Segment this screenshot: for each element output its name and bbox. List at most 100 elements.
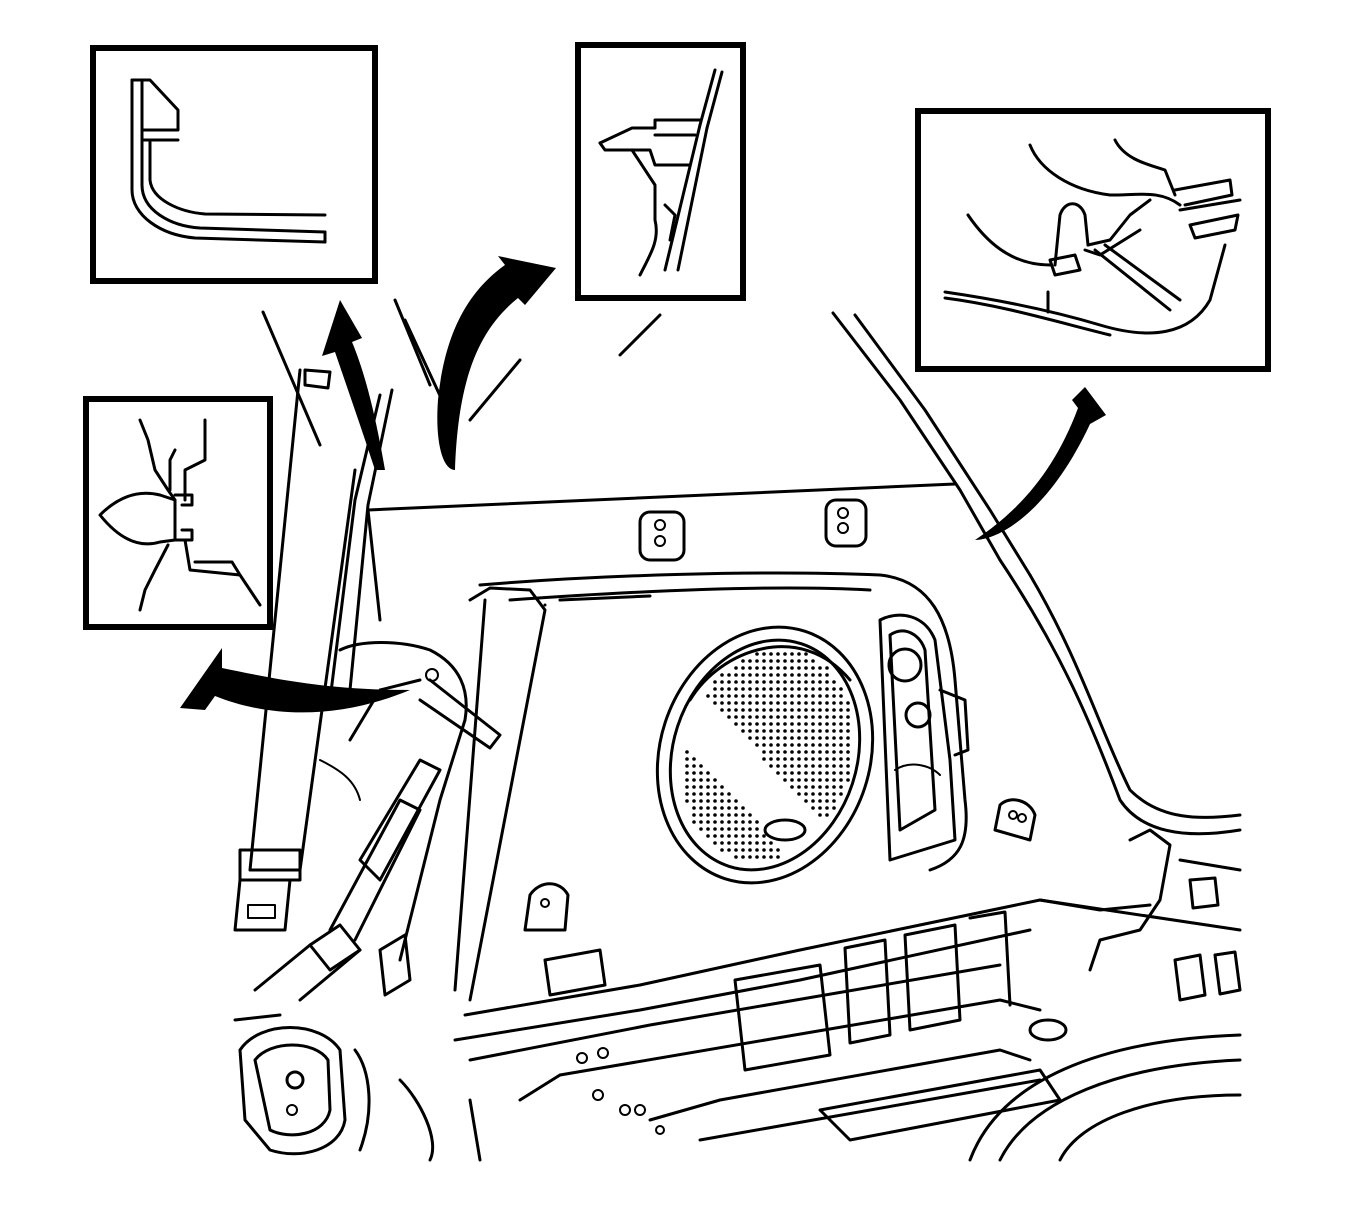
perforation-dot (797, 694, 801, 698)
perforation-dot (748, 666, 752, 670)
perforation-dot (692, 764, 696, 768)
perforation-dot (720, 708, 724, 712)
perforation-dot (748, 729, 752, 733)
perforation-dot (769, 673, 773, 677)
perforation-dot (811, 694, 815, 698)
perforation-dot (797, 659, 801, 663)
perforation-dot (783, 701, 787, 705)
perforation-dot (818, 666, 822, 670)
perforation-dot (832, 799, 836, 803)
perforation-dot (839, 708, 843, 712)
perforation-dot (818, 701, 822, 705)
perforation-dot (734, 680, 738, 684)
perforation-dot (832, 701, 836, 705)
perforation-dot (755, 841, 759, 845)
lower-floor-line (468, 1098, 482, 1162)
perforation-dot (769, 722, 773, 726)
perforation-dot (811, 687, 815, 691)
perforation-dot (720, 792, 724, 796)
floor-bulkhead (518, 1073, 562, 1102)
right-side-structure (1088, 828, 1172, 972)
perforation-dot (755, 715, 759, 719)
perforation-dot (741, 820, 745, 824)
perforation-dot (818, 673, 822, 677)
perforation-dot (846, 778, 850, 782)
perforation-dot (825, 708, 829, 712)
perforation-dot (811, 715, 815, 719)
perforation-dot (811, 771, 815, 775)
perforation-dot (790, 659, 794, 663)
perforation-dot (804, 785, 808, 789)
perforation-dot (734, 848, 738, 852)
floor-bulkhead (558, 998, 1042, 1077)
perforation-dot (832, 785, 836, 789)
perforation-dot (797, 680, 801, 684)
perforation-dot (727, 680, 731, 684)
perforation-dot (748, 855, 752, 859)
perforation-dot (741, 834, 745, 838)
perforation-dot (818, 680, 822, 684)
pillar-trim-line (1028, 573, 1242, 819)
seat-belt-buckle-slot (247, 904, 276, 919)
perforation-dot (797, 708, 801, 712)
perforation-dot (783, 778, 787, 782)
perforation-dot (818, 792, 822, 796)
perforation-dot (825, 687, 829, 691)
perforation-dot (755, 820, 759, 824)
perforation-dot (783, 680, 787, 684)
perforation-dot (769, 652, 773, 656)
perforation-dot (720, 694, 724, 698)
fastener-boss (993, 798, 1037, 842)
perforation-dot (762, 652, 766, 656)
perforation-dot (755, 708, 759, 712)
perforation-dot (734, 694, 738, 698)
perforation-dot (692, 792, 696, 796)
perforation-dot (755, 834, 759, 838)
perforation-dot (720, 673, 724, 677)
perforation-dot (846, 736, 850, 740)
perforation-dot (755, 659, 759, 663)
right-side-structure (1173, 953, 1207, 1002)
perforation-dot (790, 736, 794, 740)
perforation-dot (762, 708, 766, 712)
trim-clip-boss (824, 498, 868, 548)
perforation-dot (797, 750, 801, 754)
perforation-dot (755, 666, 759, 670)
perforation-dot (804, 673, 808, 677)
perforation-dot (776, 729, 780, 733)
perforation-dot (727, 715, 731, 719)
perforation-dot (797, 792, 801, 796)
perforation-dot (797, 652, 801, 656)
perforation-dot (748, 708, 752, 712)
spare-wheel-well (998, 1058, 1242, 1162)
perforation-dot (839, 771, 843, 775)
perforation-dot (713, 820, 717, 824)
arrow-to-left-icon (180, 648, 410, 713)
perforation-dot (755, 736, 759, 740)
perforation-dot (713, 680, 717, 684)
perforation-dot (699, 778, 703, 782)
perforation-dot (692, 778, 696, 782)
perforation-dot (727, 813, 731, 817)
perforation-dot (755, 855, 759, 859)
perforation-dot (818, 806, 822, 810)
perforation-dot (769, 855, 773, 859)
perforation-dot (734, 820, 738, 824)
perforation-dot (769, 701, 773, 705)
perforation-dot (804, 764, 808, 768)
perforation-dot (790, 687, 794, 691)
perforation-dot (734, 722, 738, 726)
perforation-dot (727, 708, 731, 712)
perforation-dot (755, 743, 759, 747)
perforation-dot (776, 694, 780, 698)
perforation-dot (706, 834, 710, 838)
perforation-dot (727, 806, 731, 810)
perforation-dot (748, 659, 752, 663)
perforation-dot (839, 785, 843, 789)
perforation-dot (762, 855, 766, 859)
speaker-grille-perforations (685, 652, 850, 859)
perforation-dot (769, 764, 773, 768)
perforation-dot (727, 799, 731, 803)
